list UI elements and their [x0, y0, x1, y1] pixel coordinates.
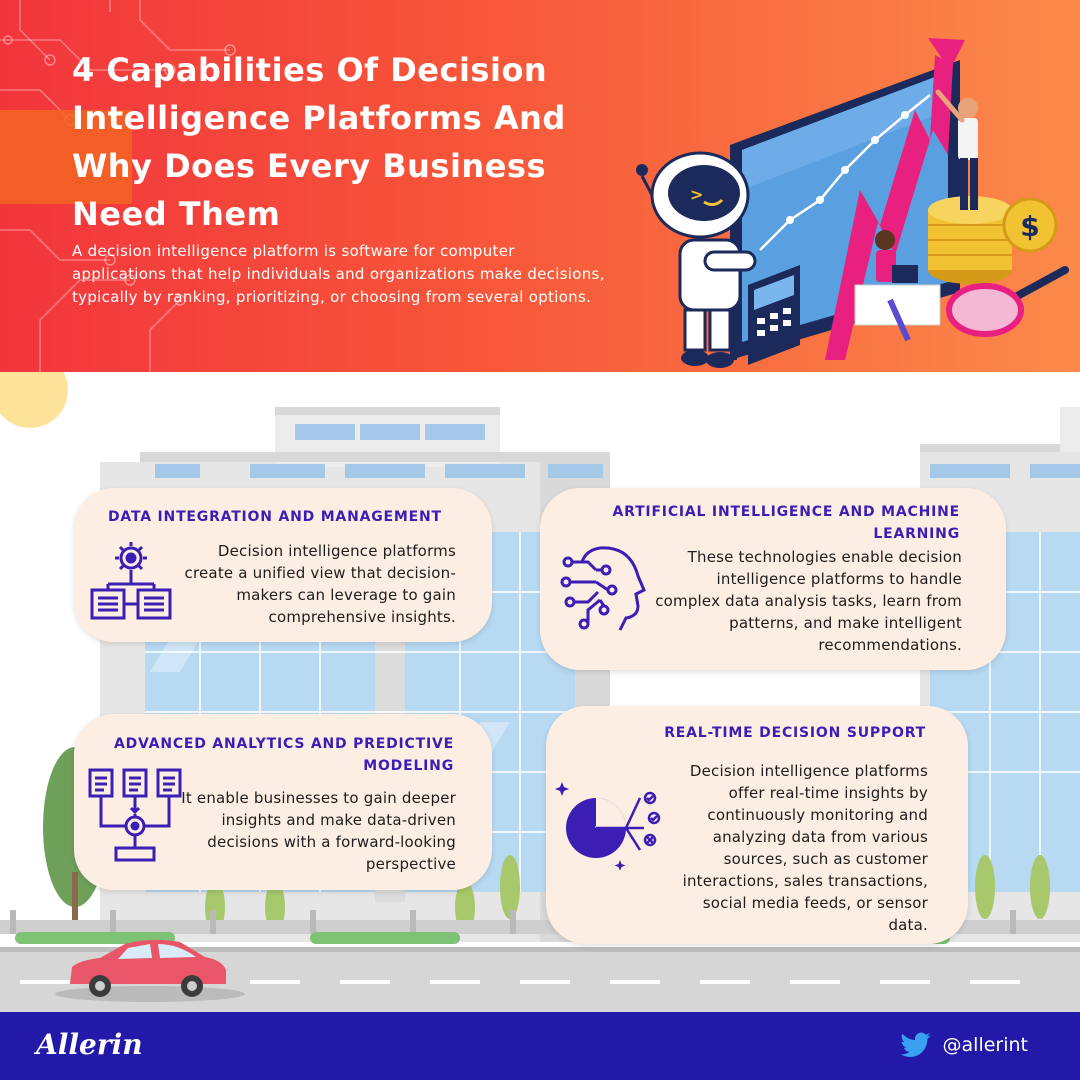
car-illustration: [55, 939, 245, 1002]
card-description: It enable businesses to gain deeper insi…: [181, 789, 456, 873]
content-area: DATA INTEGRATION AND MANAGEMENT Decision…: [0, 372, 1080, 1012]
capability-card-data-integration: DATA INTEGRATION AND MANAGEMENT Decision…: [74, 488, 492, 642]
page-subtitle: A decision intelligence platform is soft…: [72, 242, 605, 306]
card-title: ARTIFICIAL INTELLIGENCE AND MACHINE LEAR…: [612, 504, 960, 542]
footer: Allerin @allerint: [0, 1012, 1080, 1080]
header-banner: 4 Capabilities Of Decision Intelligence …: [0, 0, 1080, 372]
card-title: REAL-TIME DECISION SUPPORT: [664, 725, 926, 741]
circuit-decoration: [0, 0, 236, 372]
analytics-flow-icon: [88, 768, 182, 862]
card-description: These technologies enable decision intel…: [655, 548, 962, 654]
brand-logo[interactable]: Allerin: [36, 1028, 143, 1061]
twitter-link[interactable]: @allerint: [900, 1032, 1028, 1058]
businessman-illustration: [935, 89, 978, 210]
calculator-illustration: [748, 265, 800, 365]
accent-block: [0, 110, 132, 204]
coin-stack-illustration: $: [928, 196, 1058, 284]
capability-card-realtime-support: REAL-TIME DECISION SUPPORT Decision inte…: [546, 706, 968, 944]
card-description: Decision intelligence platforms offer re…: [682, 762, 928, 934]
hero-illustration: $ >: [636, 38, 1069, 368]
ai-brain-icon: [560, 546, 646, 631]
capability-card-advanced-analytics: ADVANCED ANALYTICS AND PREDICTIVE MODELI…: [74, 714, 492, 890]
card-description: Decision intelligence platforms create a…: [184, 542, 456, 626]
svg-text:>: >: [690, 185, 703, 204]
data-integration-icon: [90, 542, 172, 620]
robot-illustration: >: [636, 150, 757, 368]
capability-card-ai-ml: ARTIFICIAL INTELLIGENCE AND MACHINE LEAR…: [540, 488, 1006, 670]
card-title: ADVANCED ANALYTICS AND PREDICTIVE MODELI…: [113, 736, 454, 774]
realtime-clock-icon: [555, 782, 661, 870]
woman-laptop-illustration: [854, 230, 941, 342]
card-title: DATA INTEGRATION AND MANAGEMENT: [108, 509, 442, 525]
twitter-icon: [900, 1032, 930, 1057]
magnifier-illustration: [946, 266, 1069, 337]
page-title: 4 Capabilities Of Decision Intelligence …: [72, 51, 566, 233]
twitter-handle[interactable]: @allerint: [942, 1034, 1028, 1056]
svg-text:$: $: [1020, 210, 1039, 243]
growth-arrow-illustration: [825, 38, 965, 360]
